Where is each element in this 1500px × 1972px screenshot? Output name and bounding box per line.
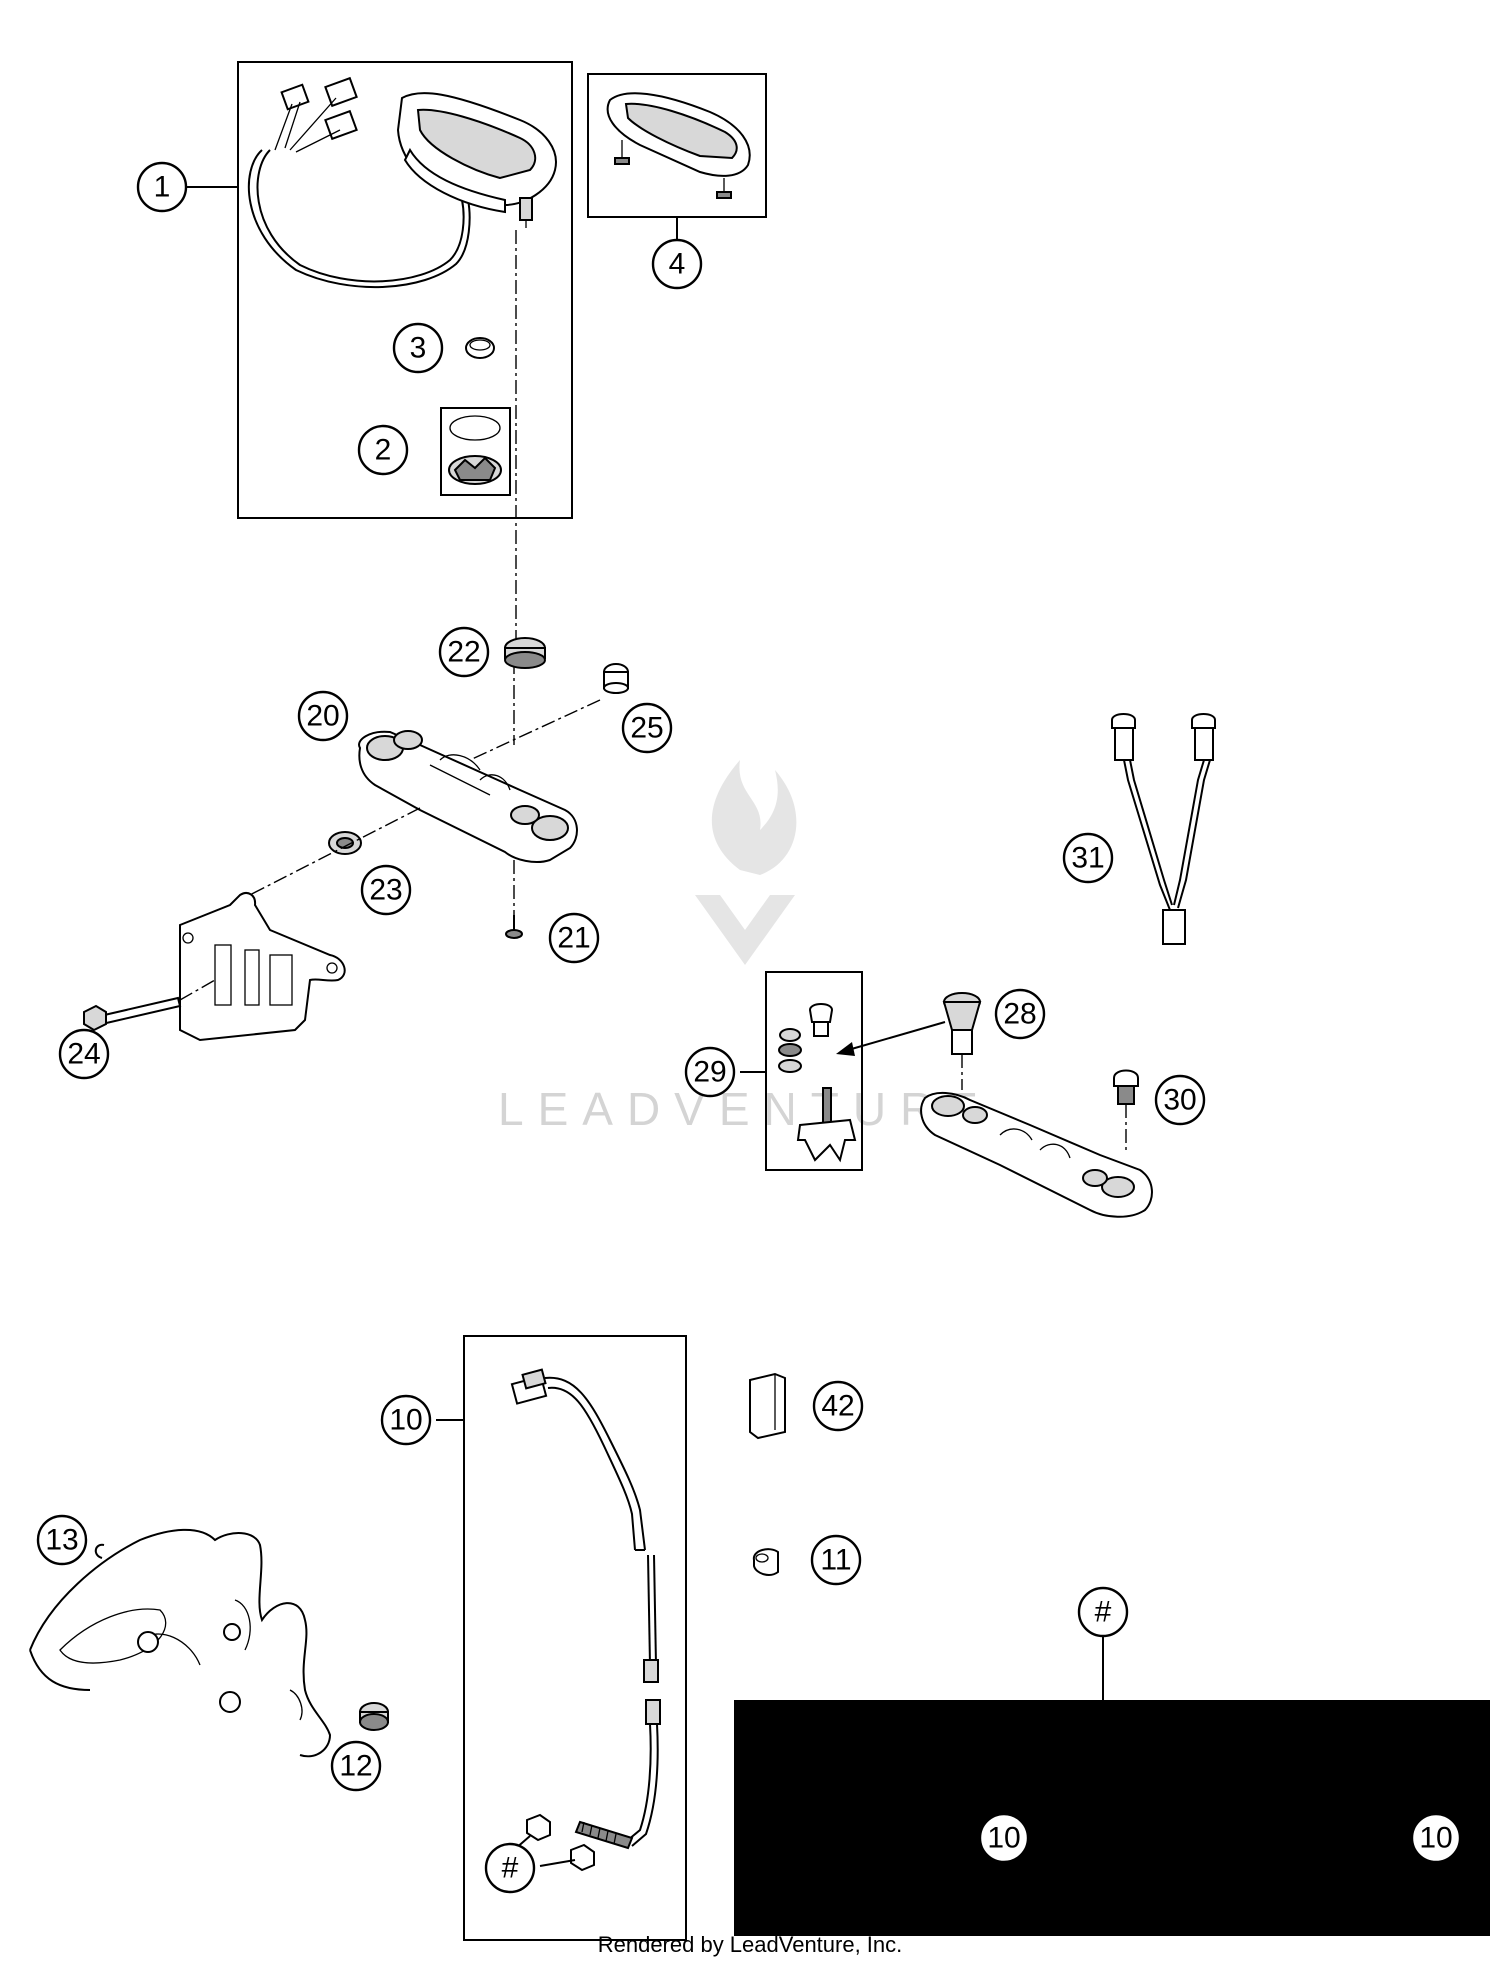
subbox-2 <box>440 407 511 496</box>
callout-12: 12 <box>330 1740 382 1792</box>
svg-text:31: 31 <box>1071 842 1104 875</box>
svg-text:13: 13 <box>45 1524 78 1557</box>
part-31-indicator-harness <box>1111 713 1216 945</box>
engine-case-cover <box>29 1528 332 1758</box>
callout-24: 24 <box>58 1028 110 1080</box>
callout-29: 29 <box>684 1046 736 1098</box>
callout-hash-panel: # <box>1077 1586 1129 1638</box>
svg-text:30: 30 <box>1163 1084 1196 1117</box>
cluster-cover <box>606 92 751 199</box>
callout-28: 28 <box>994 988 1046 1040</box>
part-3-cap <box>465 337 495 359</box>
group-box-10 <box>463 1335 687 1941</box>
callout-4: 4 <box>651 238 703 290</box>
callout-10-box: 10 <box>380 1394 432 1446</box>
number-plate-bracket <box>179 892 346 1042</box>
callout-31: 31 <box>1062 832 1114 884</box>
part-23-rubber <box>328 831 362 855</box>
watermark: LEADVENTURE <box>498 760 992 1135</box>
svg-text:4: 4 <box>669 248 686 281</box>
part-22-grommet <box>504 637 546 669</box>
part-28-bushing <box>942 992 982 1055</box>
svg-text:28: 28 <box>1003 998 1036 1031</box>
part-24-bolt <box>83 996 182 1032</box>
svg-text:23: 23 <box>369 874 402 907</box>
alternate-handlebar-bridge <box>920 1092 1153 1218</box>
svg-text:2: 2 <box>375 434 392 467</box>
callout-23: 23 <box>360 864 412 916</box>
callout-25: 25 <box>621 702 673 754</box>
svg-text:20: 20 <box>306 700 339 733</box>
svg-text:#: # <box>502 1852 519 1885</box>
cluster-wiring <box>247 76 471 289</box>
svg-text:#: # <box>1095 1596 1112 1629</box>
part-11-clip <box>752 1548 779 1576</box>
part-42-clip <box>749 1372 786 1440</box>
callout-42: 42 <box>812 1380 864 1432</box>
svg-text:10: 10 <box>1419 1822 1452 1855</box>
svg-text:21: 21 <box>557 922 590 955</box>
callout-13: 13 <box>36 1514 88 1566</box>
part-30-plug <box>1113 1069 1139 1105</box>
svg-text:1: 1 <box>154 171 171 204</box>
group-box-1 <box>237 61 573 519</box>
part-25-bushing <box>603 663 629 694</box>
speedometer-unit <box>396 92 557 228</box>
part-20-handlebar-bridge <box>358 730 578 863</box>
part-12-nut <box>359 1702 389 1731</box>
footer-credit: Rendered by LeadVenture, Inc. <box>597 1932 903 1957</box>
callout-21: 21 <box>548 912 600 964</box>
callout-2: 2 <box>357 424 409 476</box>
callout-3: 3 <box>392 322 444 374</box>
speed-sensor-cable <box>510 1368 661 1872</box>
callout-30: 30 <box>1154 1074 1206 1126</box>
svg-text:24: 24 <box>67 1038 100 1071</box>
svg-text:3: 3 <box>410 332 427 365</box>
part-29-mounting-kit <box>778 1003 857 1163</box>
svg-text:11: 11 <box>820 1544 851 1577</box>
part-21-screw <box>505 915 523 939</box>
callout-20: 20 <box>297 690 349 742</box>
svg-text:12: 12 <box>339 1750 372 1783</box>
callout-11: 11 <box>810 1534 862 1586</box>
svg-text:29: 29 <box>693 1056 726 1089</box>
svg-text:10: 10 <box>987 1822 1020 1855</box>
svg-text:10: 10 <box>389 1404 422 1437</box>
callout-22: 22 <box>438 626 490 678</box>
svg-text:22: 22 <box>447 636 480 669</box>
svg-text:25: 25 <box>630 712 663 745</box>
svg-text:42: 42 <box>821 1390 854 1423</box>
callout-1: 1 <box>136 161 188 213</box>
black-panel <box>734 1700 1490 1936</box>
watermark-logo-text: LEADVENTURE <box>498 1083 992 1135</box>
callout-hash-nuts: # <box>484 1842 536 1894</box>
callout-10-panel-right: 10 <box>1410 1812 1462 1864</box>
callout-10-panel-left: 10 <box>978 1812 1030 1864</box>
